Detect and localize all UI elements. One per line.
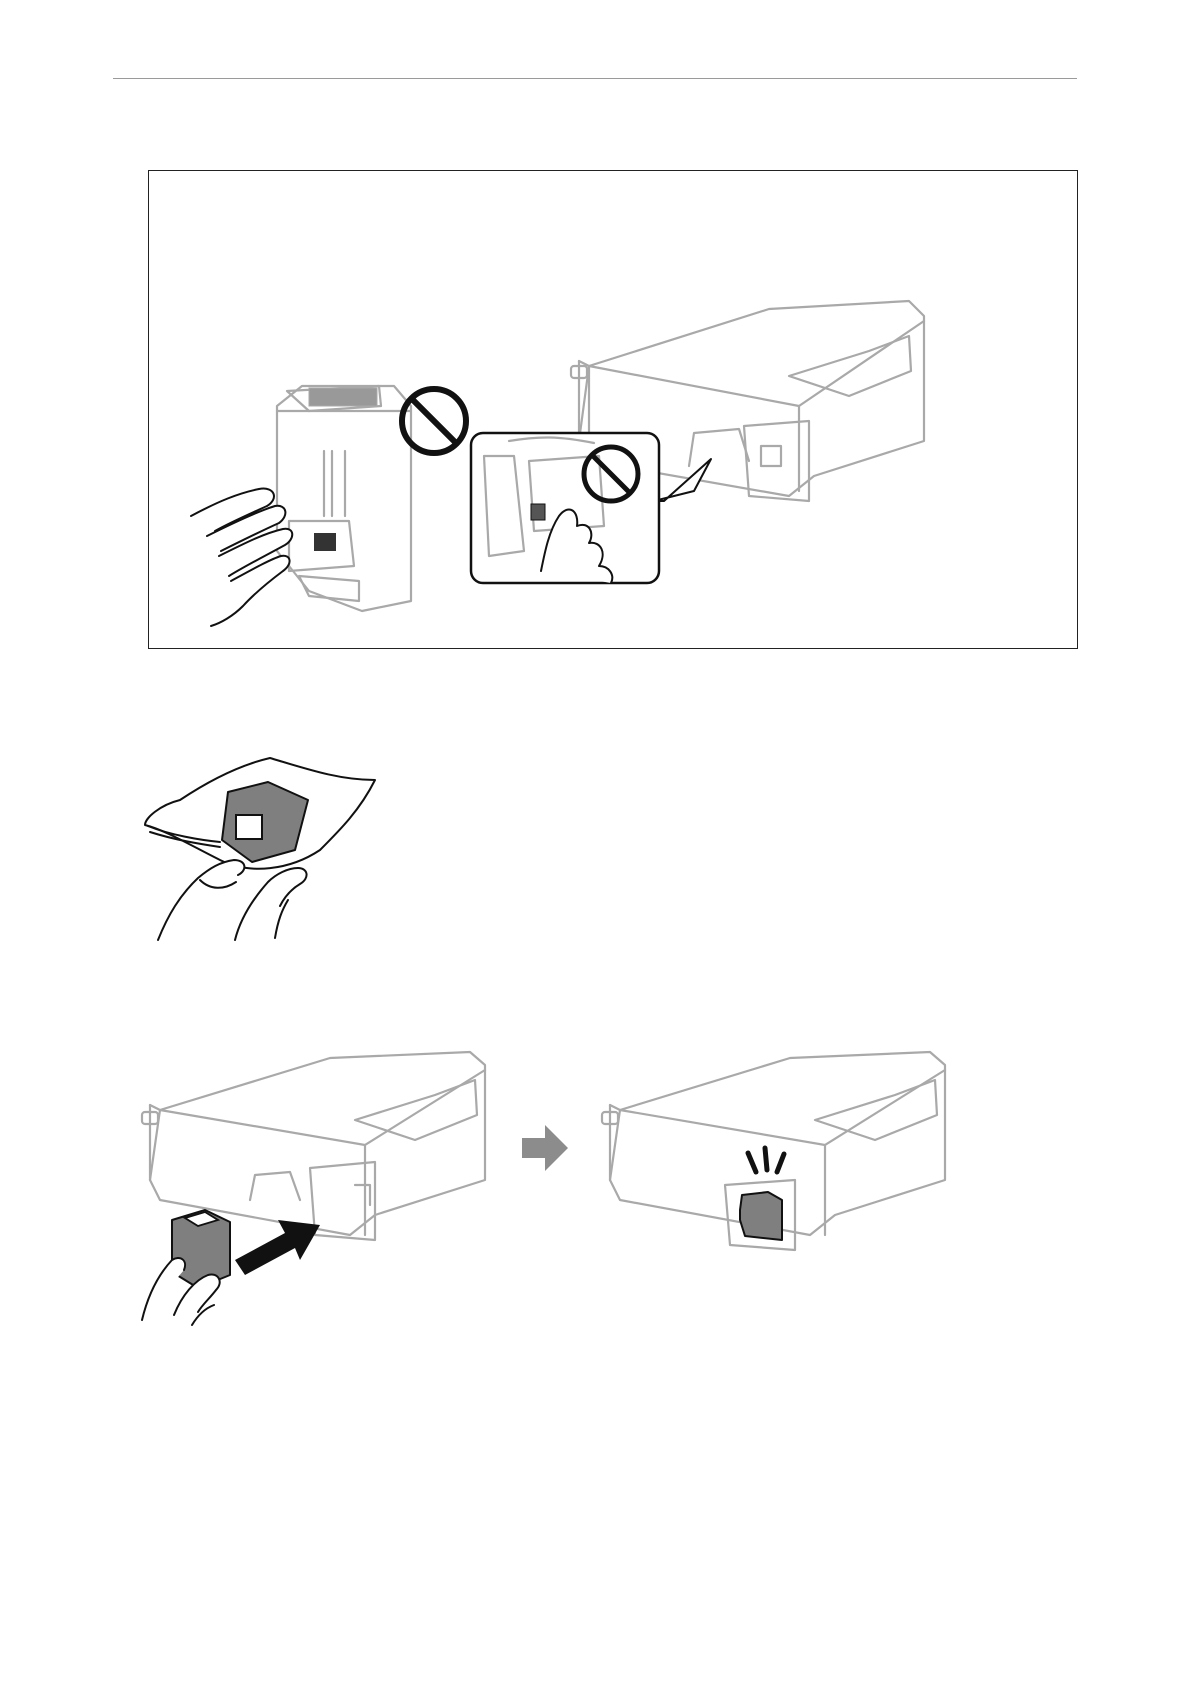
callout-inset [471, 433, 711, 583]
printer-rear-view [277, 386, 411, 611]
printer-rear-right [602, 1052, 945, 1250]
warning-figure [148, 170, 1078, 649]
insert-illustration [140, 1050, 970, 1380]
click-marks-icon [748, 1148, 784, 1172]
unpack-illustration [140, 750, 390, 945]
maintenance-box-in-hand [142, 1210, 230, 1325]
unpack-figure [140, 750, 390, 945]
printer-rear-left [142, 1052, 485, 1240]
hand-icon [191, 489, 292, 626]
hands-icon [158, 860, 307, 940]
warning-illustration [149, 171, 1079, 650]
header-rule [113, 78, 1077, 79]
insert-figure [140, 1050, 970, 1380]
maintenance-box-icon [222, 782, 308, 862]
grey-arrow-icon [522, 1125, 568, 1171]
black-arrow-icon [235, 1220, 320, 1275]
